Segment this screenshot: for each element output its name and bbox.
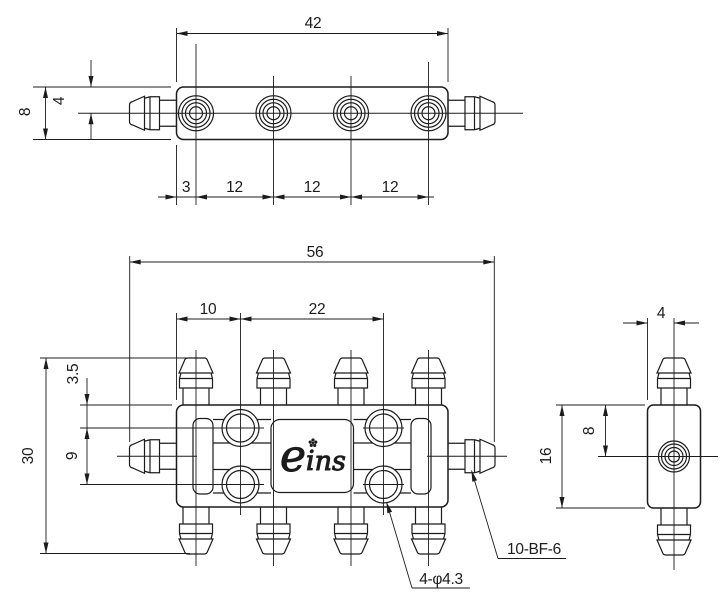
top-view-centerlines xyxy=(78,44,523,205)
dim-port-pitch-1: 12 xyxy=(226,179,243,196)
logo-text-e: e xyxy=(280,431,306,482)
side-view-centerlines xyxy=(598,318,718,570)
dim-edge-to-port: 3 xyxy=(182,179,190,196)
dim-hole-row-pitch: 9 xyxy=(64,452,81,460)
dim-port-pitch-2: 12 xyxy=(304,179,321,196)
top-view-dimensions: 42 8 4 3 12 12 12 xyxy=(17,15,449,205)
dim-hole-span: 22 xyxy=(309,301,326,318)
front-view-centerlines xyxy=(80,313,507,566)
dim-front-overall-height: 30 xyxy=(20,447,37,464)
dim-top-width: 42 xyxy=(305,15,322,32)
label-hole-spec: 4-φ4.3 xyxy=(419,571,463,588)
dim-top-port-offset: 4 xyxy=(51,96,68,105)
dim-side-port-offset: 8 xyxy=(581,427,598,435)
dim-top-height: 8 xyxy=(17,108,34,116)
eins-logo: e ins xyxy=(280,431,347,483)
dim-hole-top-offset: 3.5 xyxy=(65,364,82,385)
dim-side-half-width: 4 xyxy=(657,305,666,322)
dim-hole-left-offset: 10 xyxy=(200,301,217,318)
dim-side-height: 16 xyxy=(538,448,555,465)
logo-flower-icon xyxy=(308,438,318,447)
top-view: 42 8 4 3 12 12 12 xyxy=(17,15,523,205)
front-view-leaders: 4-φ4.3 10-BF-6 xyxy=(384,469,566,589)
front-view: e ins 56 10 22 30 3.5 9 xyxy=(20,244,566,589)
side-view: 4 16 8 xyxy=(538,305,718,570)
logo-text-ins: ins xyxy=(306,446,346,477)
front-view-dimensions: 56 10 22 30 3.5 9 xyxy=(20,244,495,554)
side-view-dimensions: 4 16 8 xyxy=(538,305,699,509)
dim-port-pitch-3: 12 xyxy=(382,179,399,196)
label-fitting-spec: 10-BF-6 xyxy=(507,541,561,558)
dim-front-overall-width: 56 xyxy=(307,244,324,261)
